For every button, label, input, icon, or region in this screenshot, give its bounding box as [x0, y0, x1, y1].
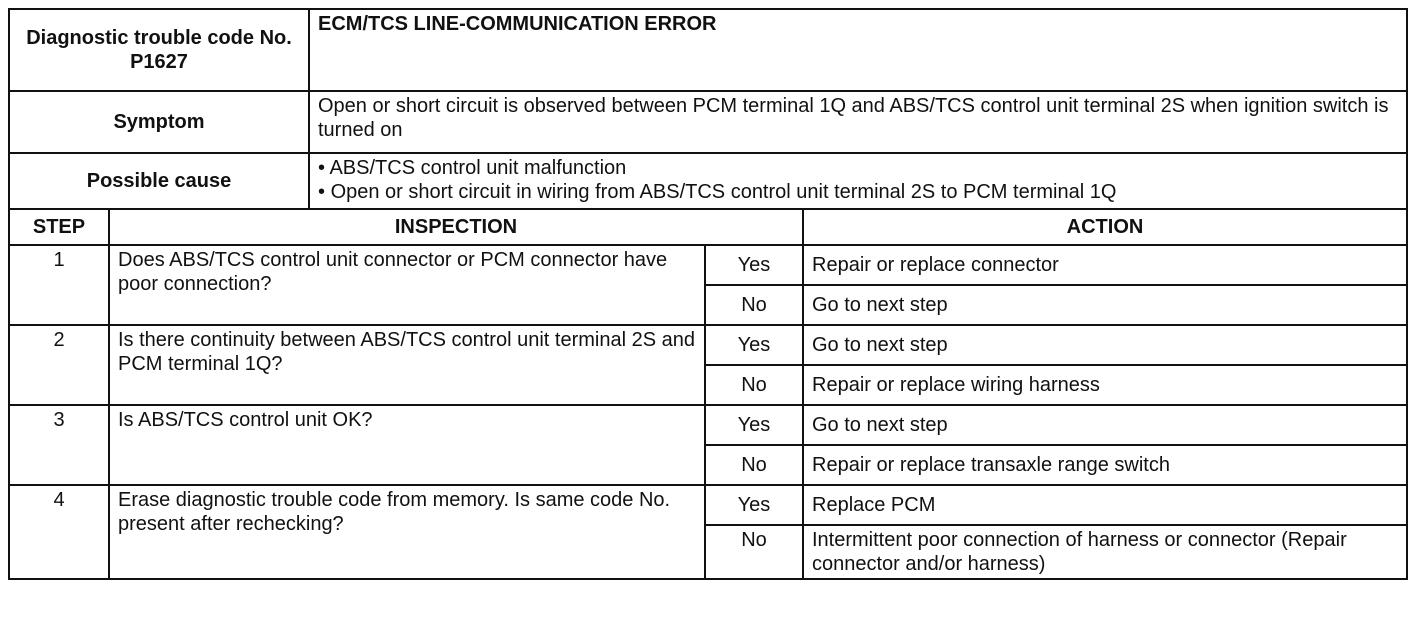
no-label: No: [704, 444, 804, 486]
symptom-label: Symptom: [8, 90, 310, 154]
step-inspection: Is there continuity between ABS/TCS cont…: [108, 324, 706, 406]
step-number: 2: [8, 324, 110, 406]
steps-table: STEP INSPECTION ACTION 1 Does ABS/TCS co…: [8, 208, 1408, 580]
diagnostic-sheet: Diagnostic trouble code No. P1627 ECM/TC…: [8, 8, 1408, 580]
table-row: 2 Is there continuity between ABS/TCS co…: [8, 324, 1408, 406]
cause-label: Possible cause: [8, 152, 310, 210]
table-row: 4 Erase diagnostic trouble code from mem…: [8, 484, 1408, 580]
cause-list: ABS/TCS control unit malfunction Open or…: [318, 156, 1398, 204]
no-label: No: [704, 284, 804, 326]
no-action: Repair or replace transaxle range switch: [802, 444, 1408, 486]
yes-label: Yes: [704, 324, 804, 366]
col-inspection: INSPECTION: [108, 208, 804, 246]
no-action: Intermittent poor connection of harness …: [802, 524, 1408, 580]
no-action: Go to next step: [802, 284, 1408, 326]
table-row: No Repair or replace transaxle range swi…: [9, 444, 1408, 486]
yes-action: Replace PCM: [802, 484, 1408, 526]
header-table: Diagnostic trouble code No. P1627 ECM/TC…: [8, 8, 1408, 210]
no-action: Repair or replace wiring harness: [802, 364, 1408, 406]
yes-label: Yes: [704, 484, 804, 526]
cause-list-cell: ABS/TCS control unit malfunction Open or…: [308, 152, 1408, 210]
yes-action: Go to next step: [802, 404, 1408, 446]
cause-item: Open or short circuit in wiring from ABS…: [318, 180, 1398, 204]
step-inspection: Does ABS/TCS control unit connector or P…: [108, 244, 706, 326]
yes-action: Repair or replace connector: [802, 244, 1408, 286]
yes-label: Yes: [704, 244, 804, 286]
cause-row: Possible cause ABS/TCS control unit malf…: [8, 152, 1408, 210]
dtc-value: ECM/TCS LINE-COMMUNICATION ERROR: [308, 8, 1408, 92]
table-row: No Intermittent poor connection of harne…: [9, 524, 1408, 580]
no-label: No: [704, 524, 804, 580]
step-number: 1: [8, 244, 110, 326]
col-action: ACTION: [802, 208, 1408, 246]
yes-label: Yes: [704, 404, 804, 446]
table-row: 3 Is ABS/TCS control unit OK? Yes Go to …: [8, 404, 1408, 486]
step-number: 3: [8, 404, 110, 486]
symptom-row: Symptom Open or short circuit is observe…: [8, 90, 1408, 154]
symptom-value: Open or short circuit is observed betwee…: [308, 90, 1408, 154]
cause-item: ABS/TCS control unit malfunction: [318, 156, 1398, 180]
table-row: No Repair or replace wiring harness: [9, 364, 1408, 406]
yes-action: Go to next step: [802, 324, 1408, 366]
step-inspection: Erase diagnostic trouble code from memor…: [108, 484, 706, 580]
no-label: No: [704, 364, 804, 406]
step-inspection: Is ABS/TCS control unit OK?: [108, 404, 706, 486]
step-number: 4: [8, 484, 110, 580]
table-row: No Go to next step: [9, 284, 1408, 326]
dtc-label: Diagnostic trouble code No. P1627: [8, 8, 310, 92]
dtc-row: Diagnostic trouble code No. P1627 ECM/TC…: [8, 8, 1408, 92]
table-row: 1 Does ABS/TCS control unit connector or…: [8, 244, 1408, 326]
column-header-row: STEP INSPECTION ACTION: [8, 208, 1408, 246]
col-step: STEP: [8, 208, 110, 246]
